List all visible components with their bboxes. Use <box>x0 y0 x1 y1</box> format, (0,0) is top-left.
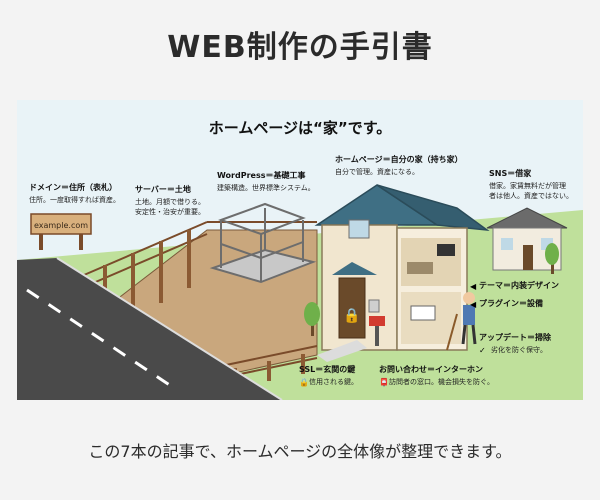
label-plugin: プラグイン＝設備 <box>479 298 543 308</box>
road <box>17 258 282 400</box>
label-wordpress: WordPress＝基礎工事 建築構造。世界標準システム。 <box>217 170 315 192</box>
domain-signboard: example.com <box>30 213 92 250</box>
sns-label-desc-2: 者は他人。資産ではない。 <box>489 191 573 200</box>
trees <box>304 243 559 336</box>
homepage-label-title: ホームページ＝自分の家（持ち家） <box>335 154 463 164</box>
domain-sign-text: example.com <box>34 221 88 230</box>
server-label-desc-1: 土地。月額で借りる。 <box>135 197 205 206</box>
sns-label-title: SNS＝借家 <box>489 168 532 178</box>
domain-label-desc: 住所。一度取得すれば資産。 <box>29 195 120 204</box>
wordpress-label-desc: 建築構造。世界標準システム。 <box>217 183 315 192</box>
person-cleaning <box>446 292 477 351</box>
label-domain: ドメイン＝住所（表札） 住所。一度取得すれば資産。 <box>29 182 120 204</box>
house-diagram: example.com <box>17 100 583 400</box>
diagram-heading: ホームページは“家”です。 <box>209 119 391 137</box>
arrow-left-icon: ◀ <box>470 282 477 291</box>
update-label-title: アップデート＝掃除 <box>479 332 552 342</box>
label-update: アップデート＝掃除 劣化を防ぐ保守。 <box>479 332 552 354</box>
server-label-title: サーバー＝土地 <box>135 184 191 194</box>
contact-label-desc: 訪問者の窓口。機会損失を防ぐ。 <box>389 377 494 386</box>
plugin-label-title: プラグイン＝設備 <box>479 298 543 308</box>
bottom-caption: この7本の記事で、ホームページの全体像が整理できます。 <box>88 442 512 461</box>
wordpress-label-title: WordPress＝基礎工事 <box>217 170 305 180</box>
arrow-left-icon-2: ◀ <box>470 300 477 309</box>
homepage-label-desc: 自分で管理。資産になる。 <box>335 167 419 176</box>
road-lane-markings <box>26 288 178 392</box>
server-label-desc-2: 安定性・治安が重要。 <box>135 207 205 216</box>
foundation-frame <box>209 202 317 284</box>
page-title: WEB制作の手引書 <box>167 30 433 65</box>
label-server: サーバー＝土地 土地。月額で借りる。 安定性・治安が重要。 <box>135 184 205 216</box>
mailbox <box>369 316 385 346</box>
label-sns: SNS＝借家 借家。家賃無料だが管理 者は他人。資産ではない。 <box>489 168 573 200</box>
padlock-icon: 🔒 <box>343 308 360 324</box>
diagram-illustration: example.com <box>17 100 583 400</box>
domain-label-title: ドメイン＝住所（表札） <box>29 182 117 192</box>
update-label-desc: 劣化を防ぐ保守。 <box>491 345 547 354</box>
ssl-label-title: SSL＝玄関の鍵 <box>299 364 355 374</box>
label-homepage: ホームページ＝自分の家（持ち家） 自分で管理。資産になる。 <box>335 154 463 176</box>
lock-icon: 🔒 <box>299 378 309 387</box>
contact-label-title: お問い合わせ＝インターホン <box>379 364 483 374</box>
mailbox-icon: 📮 <box>379 377 389 387</box>
walkway <box>317 340 367 362</box>
main-house <box>314 184 490 351</box>
theme-label-title: テーマ＝内装デザイン <box>479 280 559 290</box>
label-contact: お問い合わせ＝インターホン 訪問者の窓口。機会損失を防ぐ。 <box>379 364 494 386</box>
label-theme: テーマ＝内装デザイン <box>479 280 559 290</box>
sns-label-desc-1: 借家。家賃無料だが管理 <box>489 181 566 190</box>
checkmark-icon: ✓ <box>479 346 486 355</box>
road-edge <box>56 257 283 400</box>
ssl-label-desc: 信用される鍵。 <box>309 377 358 386</box>
label-ssl: SSL＝玄関の鍵 信用される鍵。 <box>299 364 358 386</box>
